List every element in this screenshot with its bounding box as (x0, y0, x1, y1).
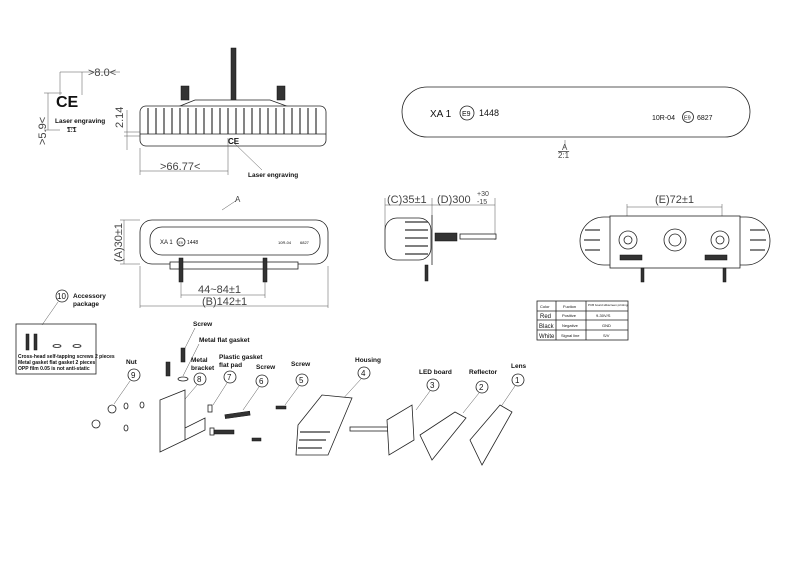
front-dim-length: (B)142±1 (202, 296, 247, 308)
part-label: flat pad (219, 362, 242, 369)
profile-dim-cable: (D)300 (437, 194, 471, 206)
front-dim-height: (A)30±1 (113, 223, 125, 262)
table-header-color: Color (540, 304, 550, 309)
part-callout-5: Screw 5 (284, 361, 311, 406)
rear-dim-spacing: (E)72±1 (655, 194, 694, 206)
table-cell: Red (540, 314, 551, 320)
ce-mark: CE (56, 94, 79, 111)
part-number: 4 (361, 369, 366, 378)
lens (469, 404, 513, 466)
part-number: 7 (227, 373, 232, 382)
label-metal-flat-gasket: Metal flat gasket (199, 337, 250, 344)
plate-right-code: 6827 (697, 115, 713, 122)
accessory-line: Cross-head self-tapping screws 2 pieces (18, 354, 115, 360)
part-callout-7: Plastic gasket flat pad 7 (212, 354, 263, 406)
part-number: 5 (299, 376, 304, 385)
metal-bracket (159, 389, 206, 453)
plate-right-mark: E9 (684, 116, 691, 122)
accessory-line: OPP film 0.05 is not anti-static (18, 366, 90, 372)
part-label: LED board (419, 369, 452, 376)
table-cell: S/V (603, 333, 610, 338)
part-number: 8 (197, 375, 202, 384)
profile-dim-depth: (C)35±1 (387, 194, 427, 206)
part-label: Metal (191, 357, 208, 364)
tol-plus: +30 (477, 191, 489, 198)
laser-label-2: Laser engraving (248, 172, 298, 179)
table-cell: 9-30V/S (596, 313, 611, 318)
table-header-pcb: PCB board silkscreen printing (588, 303, 628, 307)
label-screw: Screw (193, 321, 213, 328)
front-plate-left: XA 1 (160, 240, 173, 246)
dim-height: 2.14 (114, 107, 126, 128)
reflector (419, 411, 467, 461)
front-plate-right-code: 6827 (300, 240, 310, 245)
front-plate-code: 1448 (187, 240, 198, 246)
part-number: 2 (479, 383, 484, 392)
accessory-package: 10 Accessory package Cross-head self-tap… (15, 289, 115, 375)
table-cell: Negative (562, 323, 579, 328)
plate-left-text: XA 1 (430, 109, 452, 120)
rear-view: (E)72±1 (579, 194, 771, 283)
accessory-line: Metal gasket flat gasket 2 pieces (18, 360, 95, 366)
part-number: 3 (430, 381, 435, 390)
part-number: 9 (131, 371, 136, 380)
part-label: Screw (291, 361, 311, 368)
table-cell: Signal line (561, 333, 580, 338)
part-callout-3: LED board 3 (415, 369, 452, 411)
front-plate-mark: E9 (179, 241, 183, 245)
svg-text:CE: CE (228, 137, 240, 146)
screw-6 (224, 410, 251, 419)
dim-left: >5.9< (37, 117, 49, 145)
front-dim-mount: 44~84±1 (198, 284, 241, 296)
part-callout-6: Screw 6 (242, 364, 276, 411)
nuts (91, 401, 145, 432)
part-number: 1 (515, 376, 520, 385)
front-plate-right: 10R-04 (278, 240, 292, 245)
tol-minus: -15 (477, 199, 487, 206)
dim-top: >8.0< (88, 67, 116, 79)
plate-left-mark: E9 (462, 111, 471, 118)
view-label-a: A (562, 143, 568, 152)
accessory-title: Accessory (73, 293, 106, 300)
wiring-table: Color Fuction PCB board silkscreen print… (536, 300, 629, 341)
part-label: Plastic gasket (219, 354, 263, 361)
front-view-label: A (235, 195, 241, 204)
part-number: 6 (259, 377, 264, 386)
part-label: Nut (126, 359, 138, 366)
lens-plate-view: XA 1 E9 1448 10R-04 E9 6827 A 2:1 (401, 86, 751, 160)
part-label: Lens (511, 363, 527, 370)
plate-left-code: 1448 (479, 108, 499, 118)
profile-view: (C)35±1 (D)300 +30 -15 (384, 191, 497, 282)
laser-label-1: Laser engraving (55, 118, 105, 125)
part-callout-1: Lens 1 (499, 363, 527, 409)
part-callout-4: Housing 4 (339, 357, 381, 403)
part-callout-9: Nut 9 (113, 359, 141, 405)
table-header-function: Fuction (563, 304, 576, 309)
plate-right-text: 10R-04 (652, 115, 675, 122)
part-label: bracket (191, 365, 215, 372)
table-cell: Black (539, 324, 555, 330)
table-cell: GND (602, 323, 611, 328)
table-cell: White (539, 334, 555, 340)
part-callout-2: Reflector 2 (462, 369, 498, 414)
exploded-view: Screw Metal flat gasket Nut 9 Metal brac… (91, 321, 527, 466)
part-label: Screw (256, 364, 276, 371)
table-cell: Positive (562, 313, 577, 318)
side-view: >8.0< >5.9< CE Laser engraving 1:1 2.14 … (37, 47, 327, 179)
dim-width: >66.77< (160, 161, 200, 173)
part-label: Housing (355, 357, 381, 364)
scale-2-1: 2:1 (558, 151, 570, 160)
part-label: Reflector (469, 369, 498, 376)
scale-1: 1:1 (67, 127, 77, 134)
front-view: A XA 1 E9 1448 10R-04 6827 (A)30±1 44~84… (113, 195, 329, 308)
accessory-number: 10 (57, 292, 66, 301)
led-board (386, 404, 415, 456)
accessory-title-2: package (73, 301, 99, 308)
housing (295, 394, 353, 456)
